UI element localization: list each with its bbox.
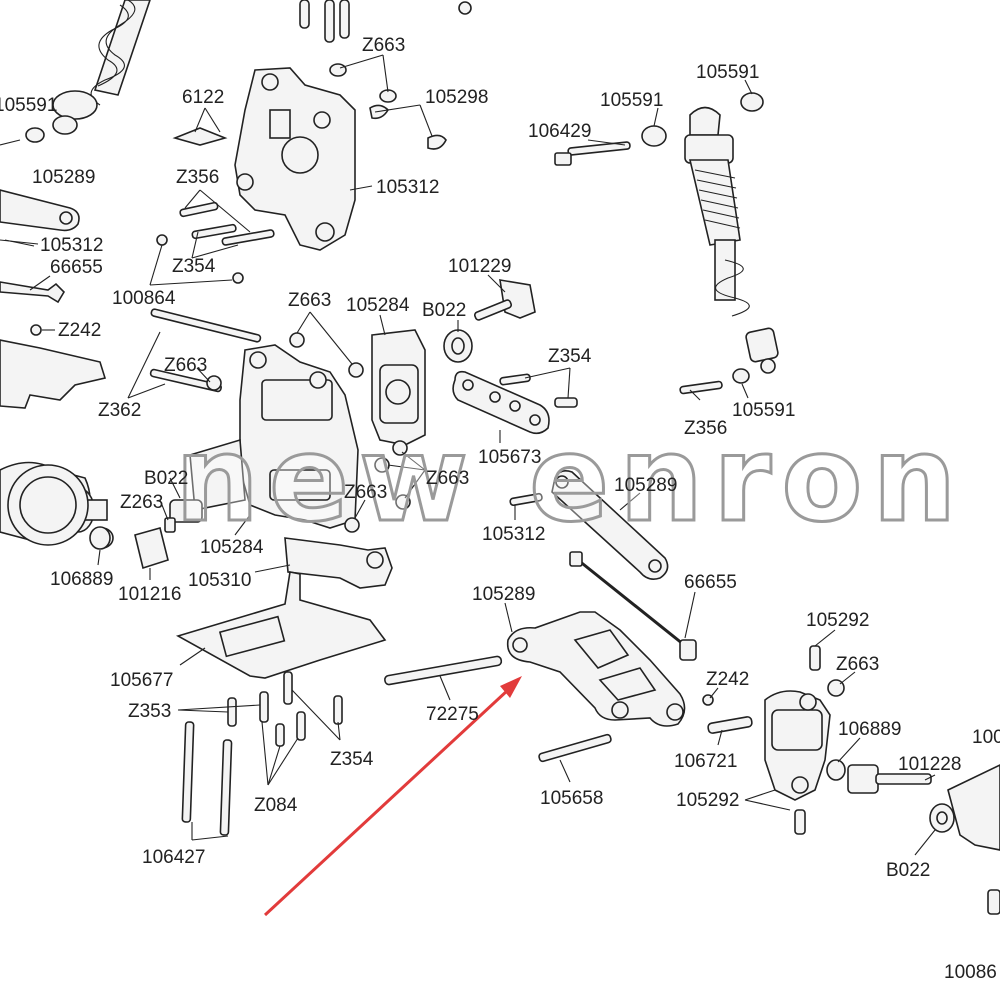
gear-housing (371, 329, 426, 446)
label-100864a: 100864 (112, 288, 176, 309)
top-pins-left (299, 0, 472, 43)
pin-72275 (384, 655, 503, 686)
gearbox-plate-top (234, 67, 356, 251)
label-z084: Z084 (254, 795, 298, 816)
label-z663c: Z663 (164, 355, 207, 376)
label-66655b: 66655 (684, 572, 737, 593)
label-z356a: Z356 (176, 167, 219, 188)
label-105298: 105298 (425, 87, 488, 108)
label-105591b: 105591 (696, 62, 759, 83)
label-100a: 100 (972, 727, 1000, 748)
base-plate (175, 571, 387, 679)
link-plate (452, 370, 578, 435)
label-z354c: Z354 (330, 749, 374, 770)
label-105292a: 105292 (806, 610, 869, 631)
label-z663e: Z663 (344, 482, 387, 503)
label-z356b: Z356 (684, 418, 727, 439)
label-z242a: Z242 (58, 320, 101, 341)
label-105310: 105310 (188, 570, 251, 591)
label-105658: 105658 (540, 788, 603, 809)
label-105673: 105673 (478, 447, 541, 468)
shock-absorber-right (554, 92, 779, 395)
label-105312a: 105312 (376, 177, 439, 198)
part-labels: 105591 6122 Z663 105298 105591 105591 10… (0, 35, 1000, 983)
label-106889a: 106889 (50, 569, 113, 590)
leader-lines (4, 54, 936, 856)
label-106721: 106721 (674, 751, 737, 772)
label-b022a: B022 (422, 300, 466, 321)
label-6122: 6122 (182, 87, 224, 108)
label-105289b: 105289 (614, 475, 677, 496)
label-106889b: 106889 (838, 719, 901, 740)
label-101216: 101216 (118, 584, 181, 605)
screws-bottom-left (181, 671, 343, 836)
screws-top (156, 63, 447, 284)
label-101228: 101228 (898, 754, 961, 775)
link-arm-mid (509, 470, 669, 580)
label-105289a: 105289 (32, 167, 95, 188)
red-arrow (263, 676, 522, 917)
label-z362: Z362 (98, 400, 141, 421)
label-72275: 72275 (426, 704, 479, 725)
label-10086: 10086 (944, 962, 997, 983)
label-z263: Z263 (120, 492, 163, 513)
shock-absorber-left (52, 0, 151, 135)
label-z353: Z353 (128, 701, 171, 722)
label-106427: 106427 (142, 847, 205, 868)
label-z663a: Z663 (362, 35, 405, 56)
label-z354a: Z354 (172, 256, 216, 277)
label-105591a: 105591 (0, 95, 57, 116)
label-z242b: Z242 (706, 669, 749, 690)
label-105289c: 105289 (472, 584, 535, 605)
label-106429: 106429 (528, 121, 591, 142)
label-105677: 105677 (110, 670, 173, 691)
label-b022c: B022 (886, 860, 930, 881)
label-101229: 101229 (448, 256, 511, 277)
pins-lower (538, 645, 845, 835)
label-b022b: B022 (144, 468, 188, 489)
hub-carrier (764, 690, 846, 801)
bracket-plate (284, 537, 393, 589)
differential-gears (7, 464, 203, 570)
driveshaft (569, 551, 714, 706)
label-105312b: 105312 (40, 235, 103, 256)
label-105284a: 105284 (346, 295, 410, 316)
pins-z362 (149, 308, 411, 533)
label-105284b: 105284 (200, 537, 264, 558)
label-z663f: Z663 (836, 654, 879, 675)
label-105312c: 105312 (482, 524, 545, 545)
label-105591d: 105591 (732, 400, 795, 421)
watermark: new enron (175, 410, 966, 548)
label-105292b: 105292 (676, 790, 739, 811)
label-z663b: Z663 (288, 290, 331, 311)
label-105591c: 105591 (600, 90, 663, 111)
suspension-arm (506, 611, 686, 727)
label-66655a: 66655 (50, 257, 103, 278)
label-z663d: Z663 (426, 468, 469, 489)
axle-right (847, 764, 1000, 915)
gearbox-center (189, 344, 359, 529)
cup-joint-top (443, 279, 536, 363)
label-z354b: Z354 (548, 346, 592, 367)
